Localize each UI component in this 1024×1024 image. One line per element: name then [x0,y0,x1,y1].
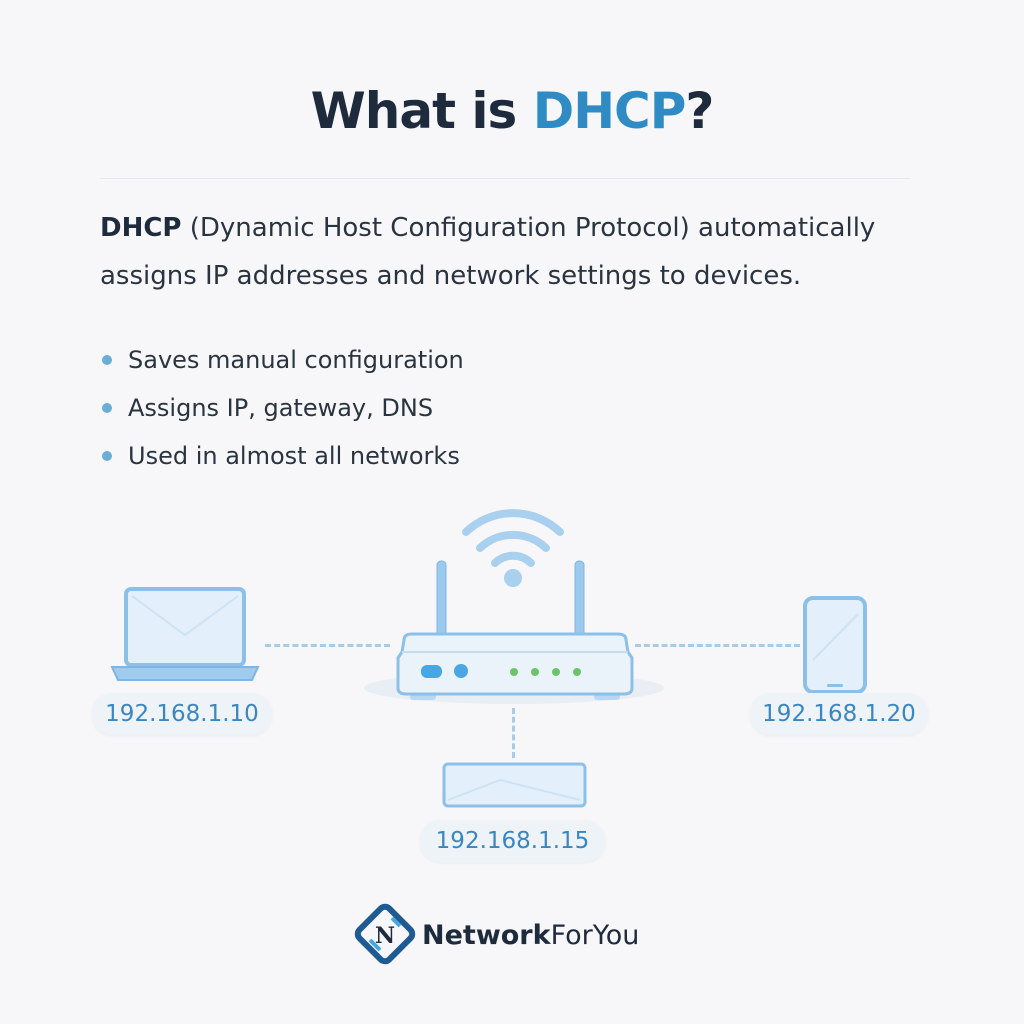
connection-desktop [512,708,515,758]
title-suffix: ? [685,82,714,140]
divider [100,178,910,179]
wifi-icon [462,509,564,567]
bullet-dot [102,451,112,461]
brand-logo-icon: N [354,903,416,965]
desktop-device-icon [442,762,587,808]
desktop-ip-label: 192.168.1.15 [420,820,605,862]
phone-ip-label: 192.168.1.20 [750,693,928,735]
description: DHCP (Dynamic Host Configuration Protoco… [100,204,920,300]
laptop-icon [110,587,260,681]
bullet-text: Used in almost all networks [128,442,460,470]
bullet-item: Saves manual configuration [100,346,464,374]
laptop-ip-label: 192.168.1.10 [92,693,272,735]
bullet-dot [102,355,112,365]
bullet-dot [102,403,112,413]
bullet-item: Used in almost all networks [100,442,460,470]
page-title: What is DHCP? [0,82,1024,140]
router-icon [364,560,664,704]
connection-phone [635,644,800,647]
description-term: DHCP [100,213,182,243]
svg-text:N: N [375,923,395,949]
title-prefix: What is [310,82,533,140]
wifi-dot [504,569,522,587]
bullet-text: Assigns IP, gateway, DNS [128,394,434,422]
bullet-text: Saves manual configuration [128,346,464,374]
title-accent: DHCP [532,82,687,140]
brand-name: NetworkForYou [422,920,639,951]
description-text: (Dynamic Host Configuration Protocol) au… [100,213,876,291]
bullet-item: Assigns IP, gateway, DNS [100,394,433,422]
brand-regular: ForYou [550,920,640,951]
brand-bold: Network [422,920,551,951]
connection-laptop [265,644,390,647]
phone-icon [803,596,867,694]
